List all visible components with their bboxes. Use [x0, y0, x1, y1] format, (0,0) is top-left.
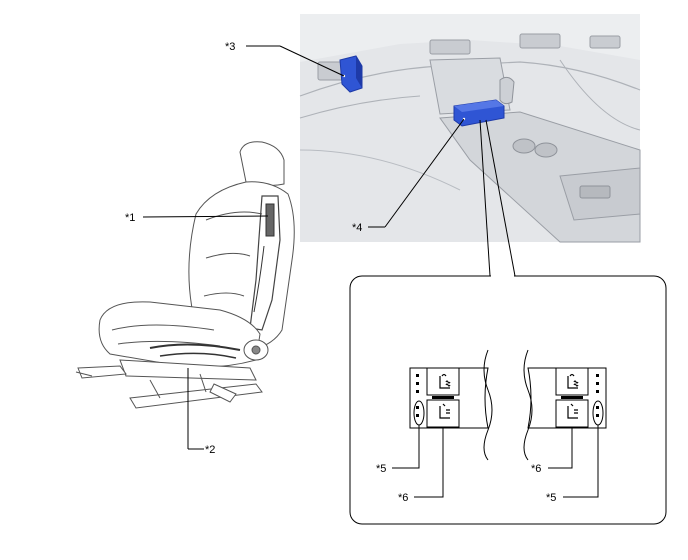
seat-ventilation-icon: [567, 403, 578, 419]
switch-detail-box: [349, 274, 667, 525]
callout-1: *1: [125, 212, 135, 224]
leader-lines: [142, 45, 516, 450]
callout-5-left: *5: [376, 463, 386, 475]
seat-ventilation-icon: [439, 403, 450, 419]
callout-4: *4: [352, 222, 362, 234]
seat-heater-icon: [567, 373, 579, 389]
callout-3: *3: [225, 41, 235, 53]
front-seat-drawing: [75, 141, 295, 409]
seat-heater-icon: [439, 373, 451, 389]
callout-2: *2: [205, 444, 215, 456]
seat-heater-switch-4: [453, 99, 505, 127]
seat-heater-switch-3: [339, 55, 363, 93]
switch-panel-right: [527, 367, 607, 429]
callout-5-right: *5: [546, 492, 556, 504]
dashboard-view: [299, 14, 641, 243]
callout-6-left: *6: [398, 492, 408, 504]
callout-6-right: *6: [531, 463, 541, 475]
switch-panel-left: [409, 367, 489, 429]
